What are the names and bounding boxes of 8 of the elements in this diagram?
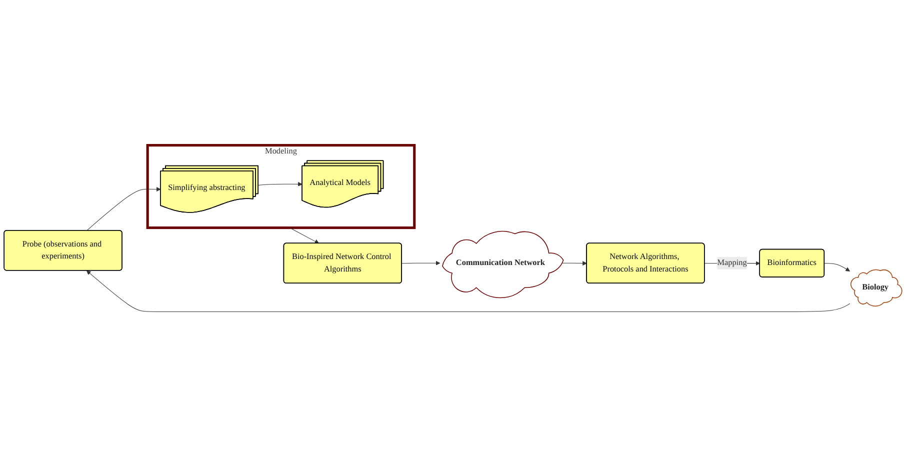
edge-label: Mapping: [717, 258, 747, 268]
arrow: [560, 261, 587, 266]
arrow: [824, 263, 850, 272]
arrow: [86, 270, 850, 312]
arrow: [402, 260, 440, 266]
arrow: [258, 182, 302, 186]
arrow: [86, 187, 161, 231]
arrow: [289, 228, 320, 244]
